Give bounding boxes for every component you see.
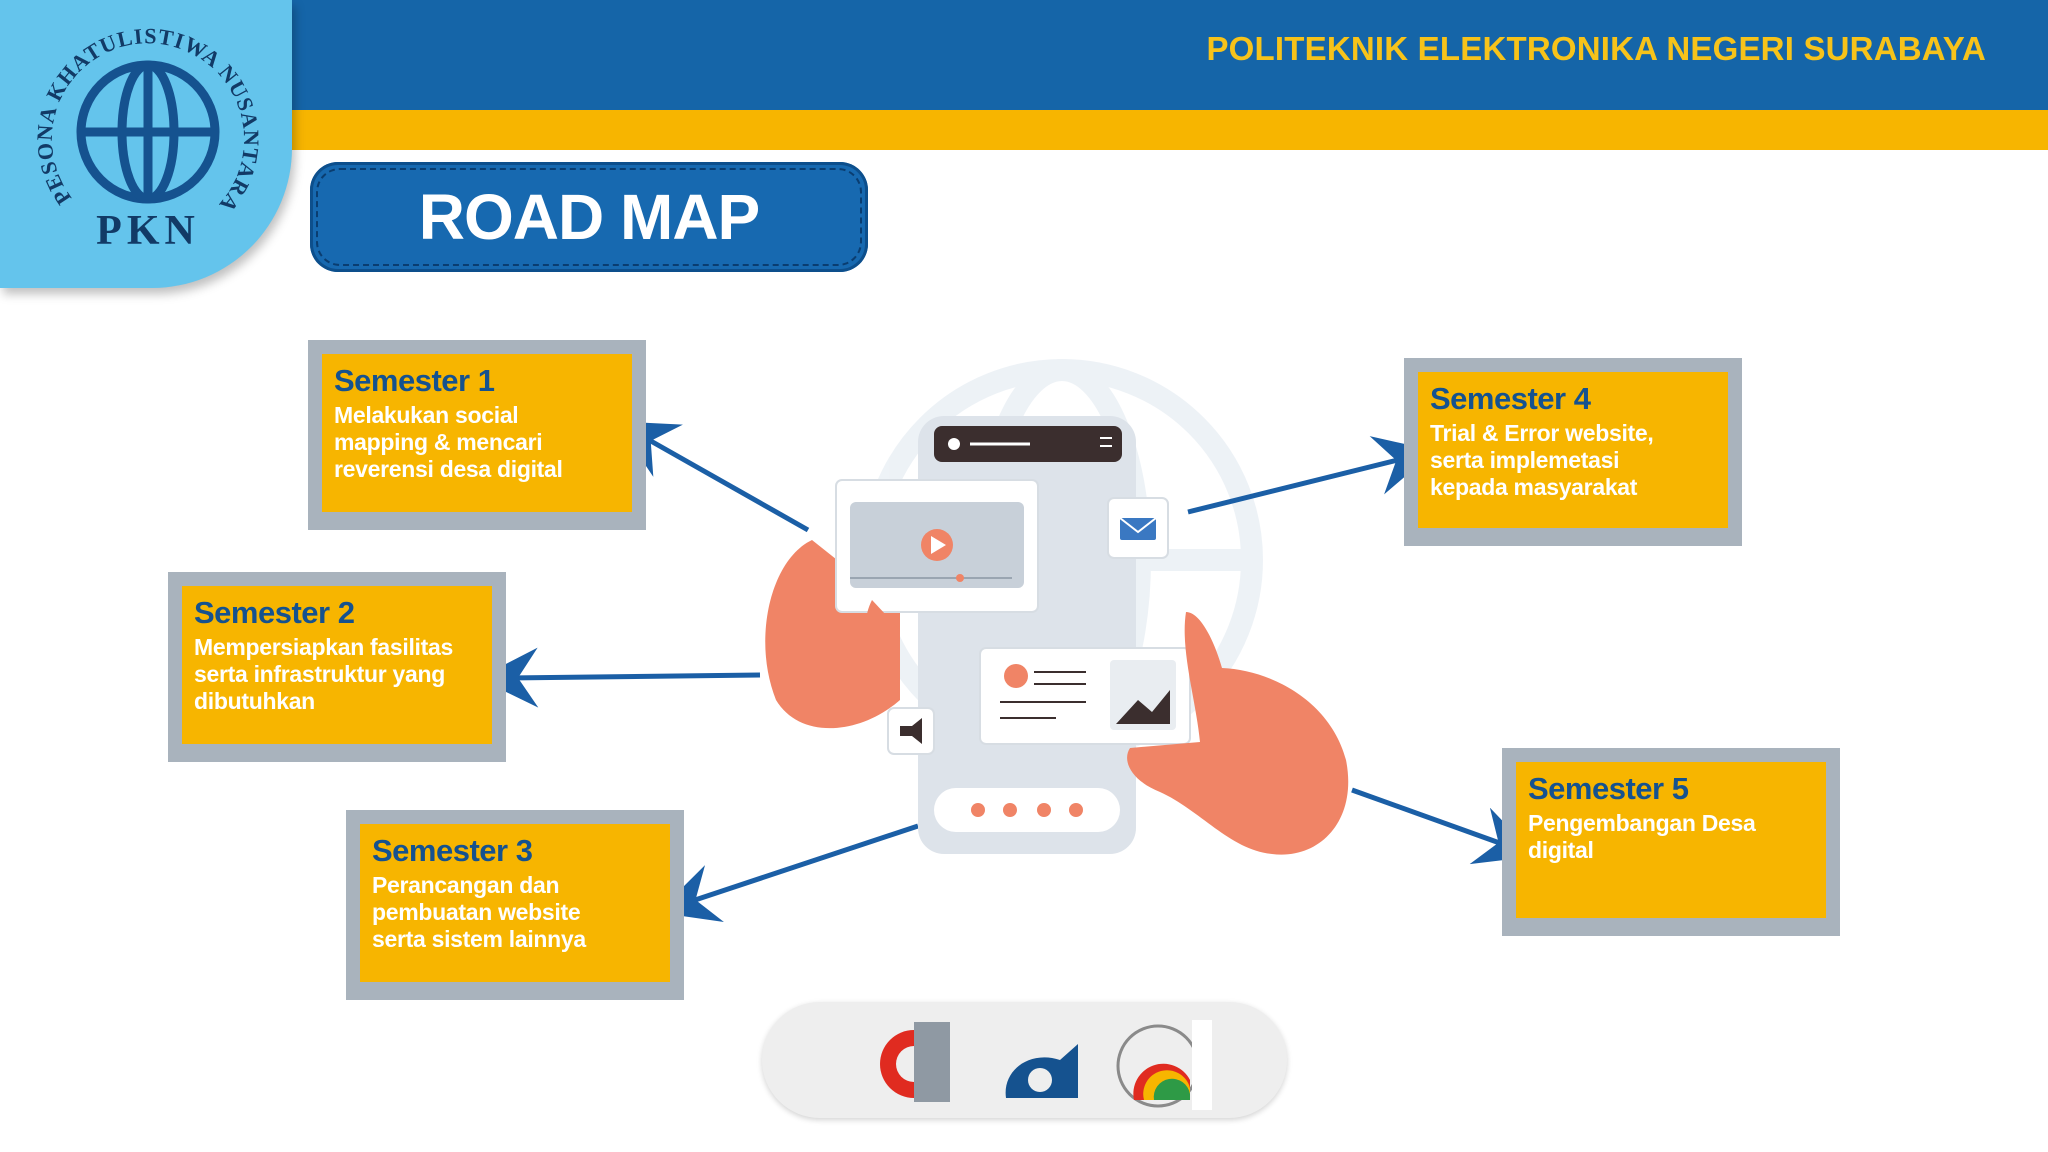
semester-5-title: Semester 5	[1528, 771, 1689, 806]
logo-initials: PKN	[96, 208, 200, 254]
semester-2-desc-line-3: dibutuhkan	[194, 688, 315, 714]
semester-2-desc-line-1: Mempersiapkan fasilitas	[194, 634, 453, 660]
semester-4-card: Semester 4 Trial & Error website, serta …	[1404, 358, 1742, 546]
semester-3-title: Semester 3	[372, 833, 533, 868]
arrow-semester-4	[1187, 436, 1436, 515]
semester-5-desc-line-1: Pengembangan Desa	[1528, 810, 1756, 836]
semester-3-desc-line-3: serta sistem lainnya	[372, 926, 586, 952]
semester-1-card: Semester 1 Melakukan social mapping & me…	[308, 340, 646, 530]
arrow-semester-2	[478, 647, 761, 708]
semester-3-desc-line-2: pembuatan website	[372, 899, 581, 925]
partner-logo-blue	[1005, 1044, 1078, 1098]
semester-1-desc-line-1: Melakukan social	[334, 402, 519, 428]
semester-3-desc-line-1: Perancangan dan	[372, 872, 560, 898]
partner-logo-gear	[880, 1022, 950, 1102]
semester-1-title: Semester 1	[334, 363, 495, 398]
profile-card-hand	[979, 612, 1349, 855]
page-title: ROAD MAP	[418, 181, 760, 253]
semester-4-title: Semester 4	[1430, 381, 1591, 416]
arrow-semester-3	[657, 823, 919, 923]
megaphone-icon	[887, 707, 935, 755]
mail-icon	[1107, 497, 1169, 559]
semester-2-desc-line-2: serta infrastruktur yang	[194, 661, 445, 687]
semester-3-card: Semester 3 Perancangan dan pembuatan web…	[346, 810, 684, 1000]
semester-1-desc-line-3: reverensi desa digital	[334, 456, 563, 482]
partner-logo-yayasan	[1116, 1020, 1212, 1110]
semester-2-title: Semester 2	[194, 595, 355, 630]
pkn-logo: PESONA KHATULISTIWA NUSANTARA PKN	[0, 0, 292, 288]
title-banner: ROAD MAP	[310, 162, 868, 272]
header-bar	[0, 0, 2048, 110]
globe-icon: PESONA KHATULISTIWA NUSANTARA PKN	[32, 23, 263, 254]
header-stripe	[0, 110, 2048, 150]
semester-1-desc-line-2: mapping & mencari	[334, 429, 543, 455]
semester-4-desc-line-1: Trial & Error website,	[1430, 420, 1654, 446]
arrow-semester-1	[615, 421, 810, 533]
video-card-hand	[765, 479, 1039, 729]
semester-4-desc-line-2: serta implemetasi	[1430, 447, 1620, 473]
semester-4-desc-line-3: kepada masyarakat	[1430, 474, 1638, 500]
semester-2-card: Semester 2 Mempersiapkan fasilitas serta…	[168, 572, 506, 762]
connector-arrows	[478, 421, 1537, 923]
arrow-semester-5	[1351, 787, 1537, 865]
semester-5-card: Semester 5 Pengembangan Desa digital	[1502, 748, 1840, 936]
institution-name: POLITEKNIK ELEKTRONIKA NEGERI SURABAYA	[1206, 30, 1986, 67]
semester-5-desc-line-2: digital	[1528, 837, 1594, 863]
